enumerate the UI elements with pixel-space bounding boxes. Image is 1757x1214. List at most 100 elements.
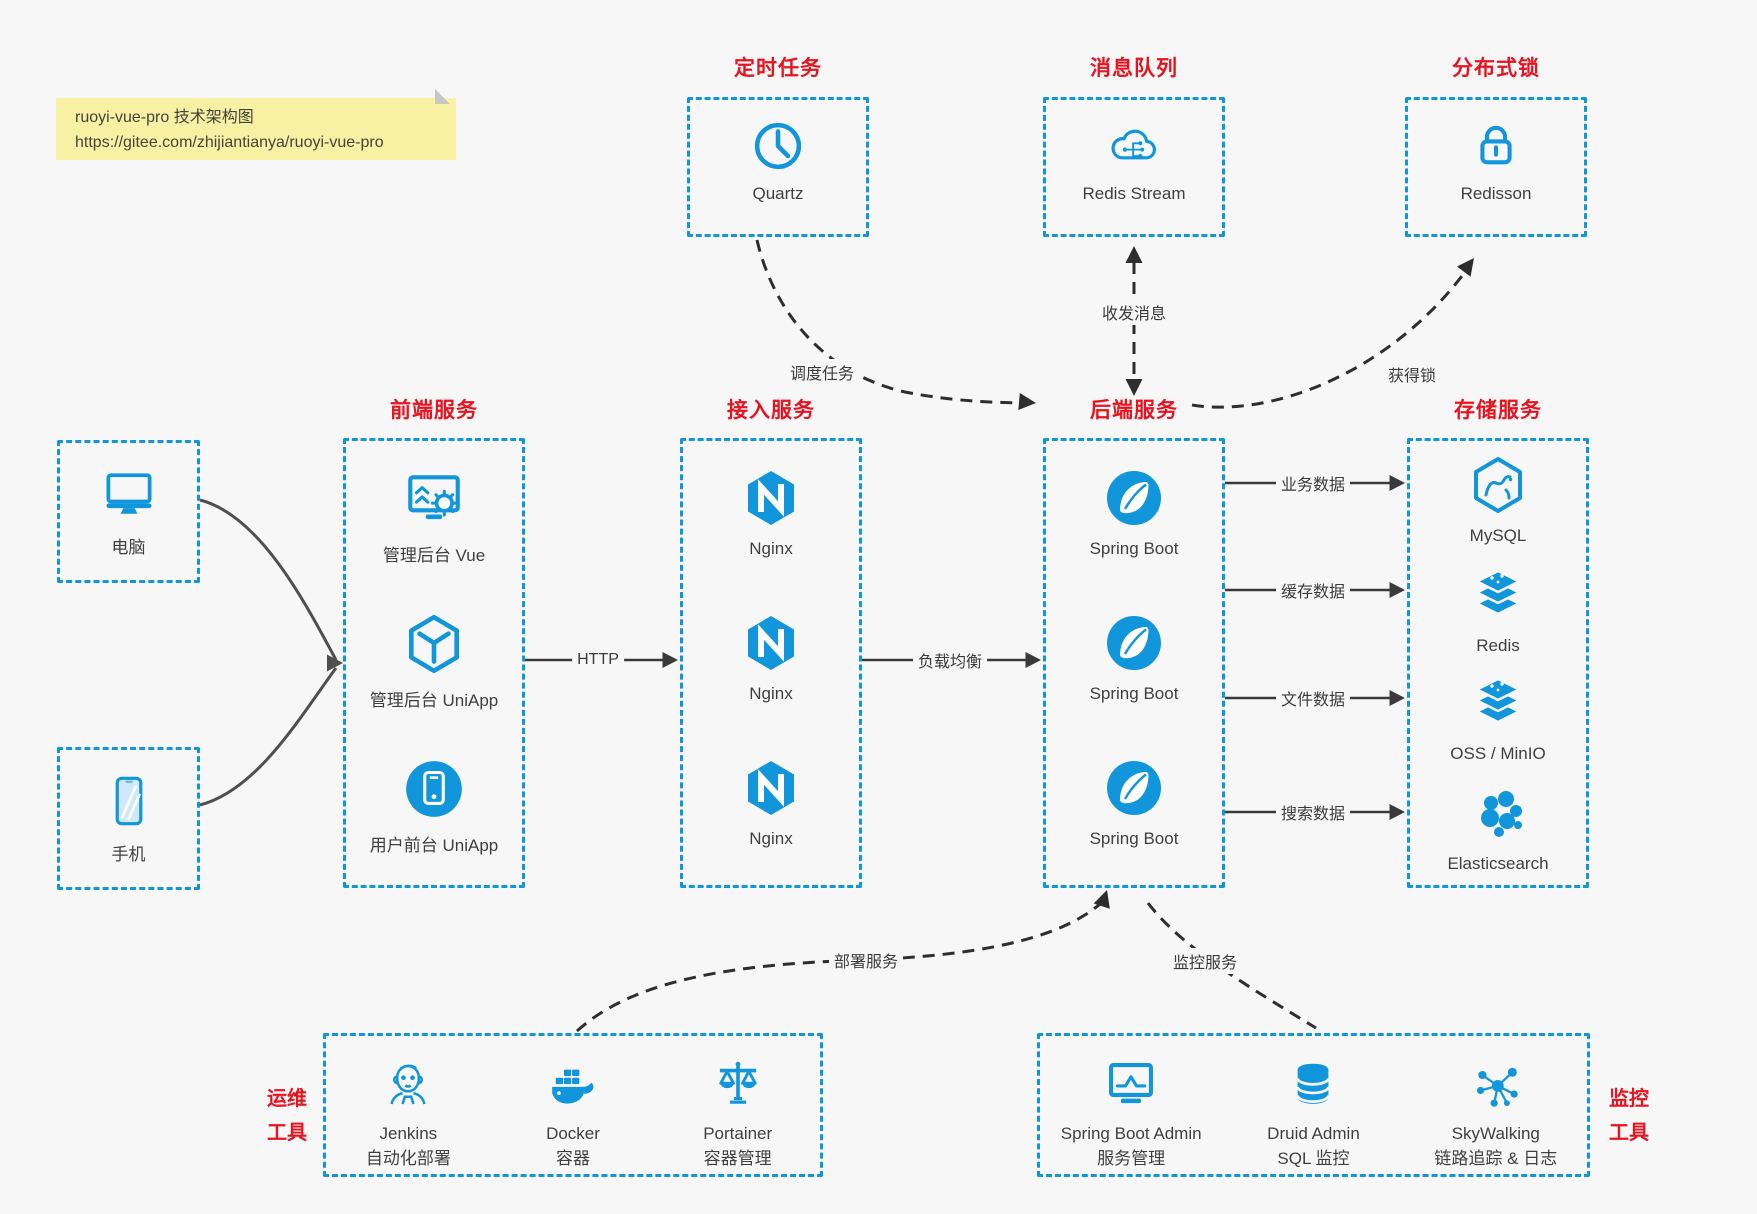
monitoring-item-skywalking: SkyWalking 链路追踪 & 日志 bbox=[1407, 1056, 1585, 1171]
admin-vue-icon bbox=[401, 466, 467, 532]
frontend-uniapp-admin-label: 管理后台 UniApp bbox=[369, 691, 499, 710]
ops-tools-box: Jenkins 自动化部署 Docker 容器 Portainer 容器管理 bbox=[323, 1033, 823, 1177]
skywalking-sublabel: 链路追踪 & 日志 bbox=[1434, 1149, 1558, 1168]
storage-services-box: MySQL Redis OSS / MinIO Elasticsearch bbox=[1407, 438, 1589, 888]
jenkins-label: Jenkins bbox=[379, 1124, 438, 1143]
storage-item-redis: Redis bbox=[1410, 563, 1586, 656]
storage-item-mysql: MySQL bbox=[1410, 453, 1586, 546]
mysql-icon bbox=[1466, 453, 1530, 517]
pc-label: 电脑 bbox=[111, 538, 146, 557]
monitor-edge-label: 监控服务 bbox=[1167, 948, 1243, 974]
mobile-label: 手机 bbox=[111, 845, 146, 864]
monitoring-tools-box: Spring Boot Admin 服务管理 Druid Admin SQL 监… bbox=[1037, 1033, 1590, 1177]
gateway-services-box: Nginx Nginx Nginx bbox=[680, 438, 862, 888]
pc-client-box: 电脑 bbox=[57, 440, 200, 583]
section-title-storage: 存储服务 bbox=[1454, 399, 1542, 422]
ops-item-portainer: Portainer 容器管理 bbox=[655, 1056, 820, 1171]
http-edge-label: HTTP bbox=[572, 650, 624, 670]
monitoring-item-sb-admin: Spring Boot Admin 服务管理 bbox=[1042, 1056, 1220, 1171]
springboot-label: Spring Boot bbox=[1089, 684, 1179, 703]
quartz-label: Quartz bbox=[752, 184, 804, 203]
section-title-frontend: 前端服务 bbox=[390, 399, 478, 422]
spring-icon bbox=[1102, 611, 1166, 675]
redis-stream-label: Redis Stream bbox=[1082, 184, 1186, 203]
frontend-item-uniapp-admin: 管理后台 UniApp bbox=[346, 611, 522, 711]
nginx-icon bbox=[739, 611, 803, 675]
storage-item-oss: OSS / MinIO bbox=[1410, 671, 1586, 764]
frontend-services-box: 管理后台 Vue 管理后台 UniApp 用户前台 UniApp bbox=[343, 438, 525, 888]
portainer-icon bbox=[709, 1056, 767, 1114]
cache-data-edge-label: 缓存数据 bbox=[1275, 577, 1351, 603]
elasticsearch-label: Elasticsearch bbox=[1447, 854, 1549, 873]
sb-admin-sublabel: 服务管理 bbox=[1097, 1149, 1166, 1168]
frontend-item-vue: 管理后台 Vue bbox=[346, 466, 522, 566]
sticky-note: ruoyi-vue-pro 技术架构图 https://gitee.com/zh… bbox=[56, 89, 456, 160]
spring-icon bbox=[1102, 466, 1166, 530]
monitoring-item-druid: Druid Admin SQL 监控 bbox=[1224, 1056, 1402, 1171]
jenkins-icon bbox=[379, 1056, 437, 1114]
springboot-item-2: Spring Boot bbox=[1046, 611, 1222, 704]
frontend-uniapp-user-label: 用户前台 UniApp bbox=[369, 836, 499, 855]
springboot-label: Spring Boot bbox=[1089, 829, 1179, 848]
business-data-edge-label: 业务数据 bbox=[1275, 470, 1351, 496]
storage-arrows bbox=[1225, 475, 1405, 820]
redis-stream-box: Redis Stream bbox=[1043, 97, 1225, 237]
monitoring-tools-title: 监控 工具 bbox=[1609, 1088, 1649, 1144]
clock-icon bbox=[749, 117, 807, 175]
lock-icon bbox=[1467, 117, 1525, 175]
elasticsearch-icon bbox=[1466, 781, 1530, 845]
note-fold-corner bbox=[435, 89, 450, 104]
docker-sublabel: 容器 bbox=[556, 1149, 590, 1168]
desktop-icon bbox=[98, 464, 160, 524]
oss-stack-icon bbox=[1466, 671, 1530, 735]
sb-admin-label: Spring Boot Admin bbox=[1060, 1124, 1202, 1143]
client-to-frontend-arrows bbox=[199, 498, 343, 807]
oss-minio-label: OSS / MinIO bbox=[1450, 744, 1546, 763]
docker-label: Docker bbox=[546, 1124, 600, 1143]
storage-item-elasticsearch: Elasticsearch bbox=[1410, 781, 1586, 874]
redis-stack-icon bbox=[1466, 563, 1530, 627]
spring-icon bbox=[1102, 756, 1166, 820]
druid-icon bbox=[1284, 1056, 1342, 1114]
user-app-icon bbox=[401, 756, 467, 822]
nginx-item-1: Nginx bbox=[683, 466, 859, 559]
deploy-edge-label: 部署服务 bbox=[828, 947, 904, 973]
section-title-distributed-lock: 分布式锁 bbox=[1452, 57, 1540, 80]
skywalking-label: SkyWalking bbox=[1451, 1124, 1540, 1143]
jenkins-sublabel: 自动化部署 bbox=[365, 1149, 451, 1168]
nginx-label: Nginx bbox=[749, 539, 793, 558]
docker-icon bbox=[542, 1056, 604, 1114]
schedule-task-arrow bbox=[755, 239, 1036, 410]
skywalking-icon bbox=[1467, 1056, 1525, 1114]
file-data-edge-label: 文件数据 bbox=[1275, 685, 1351, 711]
nginx-icon bbox=[739, 756, 803, 820]
redisson-label: Redisson bbox=[1460, 184, 1532, 203]
schedule-edge-label: 调度任务 bbox=[784, 359, 860, 385]
cloud-stream-icon bbox=[1104, 117, 1164, 175]
uniapp-cube-icon bbox=[401, 611, 467, 677]
nginx-label: Nginx bbox=[749, 684, 793, 703]
portainer-sublabel: 容器管理 bbox=[703, 1149, 772, 1168]
note-title: ruoyi-vue-pro 技术架构图 bbox=[75, 109, 254, 126]
backend-services-box: Spring Boot Spring Boot Spring Boot bbox=[1043, 438, 1225, 888]
nginx-icon bbox=[739, 466, 803, 530]
druid-label: Druid Admin bbox=[1267, 1124, 1360, 1143]
ops-tools-title: 运维 工具 bbox=[267, 1088, 307, 1144]
sb-admin-icon bbox=[1101, 1056, 1161, 1114]
springboot-label: Spring Boot bbox=[1089, 539, 1179, 558]
druid-sublabel: SQL 监控 bbox=[1277, 1149, 1350, 1168]
section-title-gateway: 接入服务 bbox=[727, 399, 815, 422]
quartz-box: Quartz bbox=[687, 97, 869, 237]
nginx-label: Nginx bbox=[749, 829, 793, 848]
nginx-item-3: Nginx bbox=[683, 756, 859, 849]
message-edge-label: 收发消息 bbox=[1096, 299, 1172, 325]
phone-icon bbox=[100, 771, 158, 831]
mysql-label: MySQL bbox=[1469, 526, 1527, 545]
section-title-backend: 后端服务 bbox=[1090, 399, 1178, 422]
portainer-label: Portainer bbox=[703, 1124, 773, 1143]
search-data-edge-label: 搜索数据 bbox=[1275, 799, 1351, 825]
mobile-client-box: 手机 bbox=[57, 747, 200, 890]
section-title-scheduled-tasks: 定时任务 bbox=[734, 57, 822, 80]
section-title-message-queue: 消息队列 bbox=[1090, 57, 1178, 80]
